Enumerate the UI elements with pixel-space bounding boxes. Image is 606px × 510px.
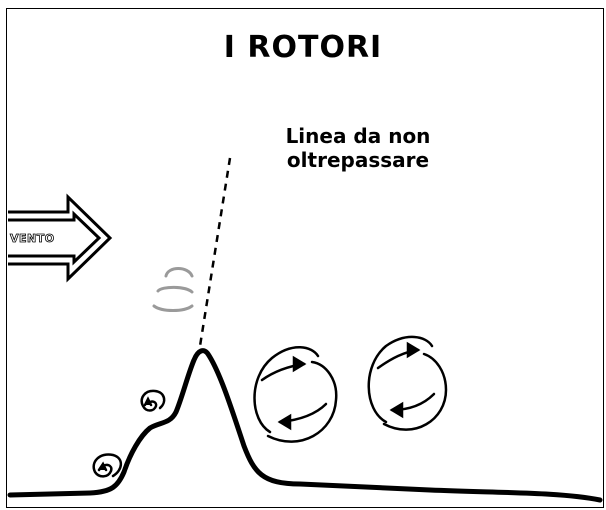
rotor-icon <box>140 389 166 412</box>
limit-line-label: Linea da non oltrepassare <box>258 124 458 172</box>
diagram-title: I ROTORI <box>223 30 383 65</box>
rotor-icon <box>367 335 448 431</box>
lenticular-cloud-icon <box>152 267 194 312</box>
mountain-profile <box>7 348 603 503</box>
wind-label: VENTO <box>10 232 55 245</box>
diagram-frame <box>6 8 604 508</box>
rotor-icon <box>253 346 338 443</box>
limit-line-label-line1: Linea da non <box>285 124 431 148</box>
wind-arrow-icon: VENTO <box>8 193 113 283</box>
rotor-icon <box>92 453 123 478</box>
limit-line <box>198 157 232 347</box>
limit-line-label-line2: oltrepassare <box>286 148 430 172</box>
